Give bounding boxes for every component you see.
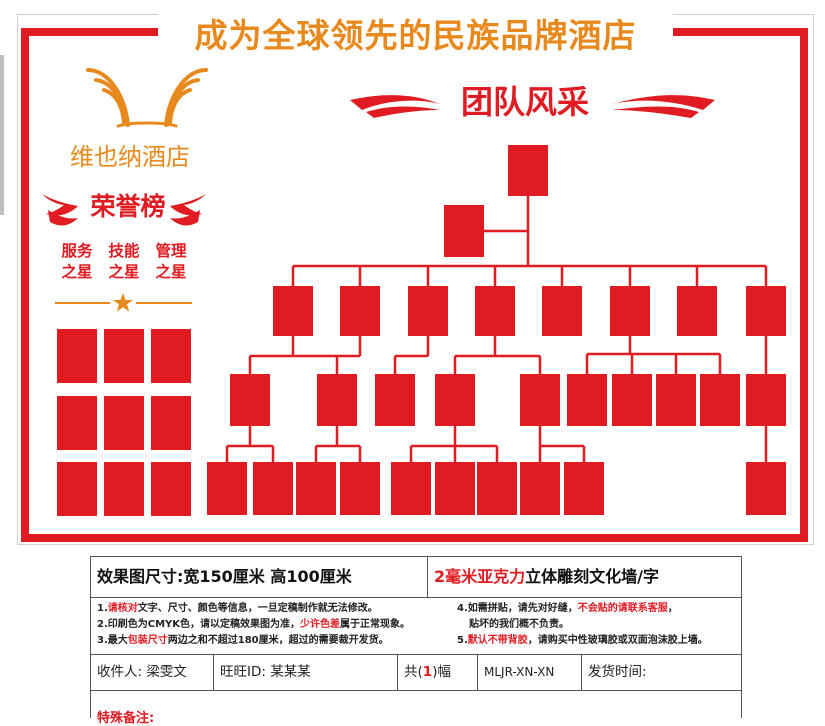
org-box [340, 286, 380, 336]
star-label-line: 服务 [61, 242, 93, 260]
material-text: 2毫米亚克力立体雕刻文化墙/字 [427, 557, 741, 597]
team-title: 团队风采 [460, 83, 589, 121]
org-chart-boxes [207, 145, 786, 515]
note-4-cont: 贴坏的我们概不负责。 [469, 618, 569, 632]
org-box [207, 462, 247, 515]
note-text: 2.印刷色为CMYK色，请以定稿效果图为准， [97, 619, 301, 630]
org-box [253, 462, 293, 515]
note-text: 文字、尺寸、颜色等信息，一旦定稿制作就无法修改。 [137, 603, 378, 614]
org-box [746, 462, 786, 515]
star-icon [113, 293, 133, 312]
right-wing-icon [170, 194, 206, 226]
count-prefix: 共( [404, 664, 423, 680]
org-box [520, 462, 560, 515]
org-box [612, 374, 652, 426]
org-box [567, 374, 607, 426]
order-row: 收件人: 梁雯文 旺旺ID: 某某某 共(1)幅 MLJR-XN-XN 发货时间… [91, 655, 741, 691]
count-suffix: )幅 [432, 664, 451, 680]
note-text: 5. [457, 635, 468, 646]
org-chart-lines [225, 196, 768, 462]
material-rest: 立体雕刻文化墙/字 [525, 567, 659, 586]
star-label-line: 技能 [108, 242, 140, 260]
org-box [677, 286, 717, 336]
org-box [296, 462, 336, 515]
org-box [230, 374, 270, 426]
org-box [375, 374, 415, 426]
note-2: 2.印刷色为CMYK色，请以定稿效果图为准，少许色差属于正常现象。 [97, 618, 410, 632]
note-text: 贴坏的我们概不负责。 [469, 619, 569, 630]
left-wing-icon [42, 194, 78, 226]
org-box [477, 462, 517, 515]
org-box [317, 374, 357, 426]
code-cell: MLJR-XN-XN [477, 655, 581, 690]
star-label-skill: 技能 之星 [101, 241, 147, 283]
org-box [273, 286, 313, 336]
org-box [391, 462, 431, 515]
star-label-management: 管理 之星 [148, 241, 194, 283]
org-box [656, 374, 696, 426]
note-highlight: 少许色差 [300, 619, 341, 630]
note-text: 4.如需拼贴，请先对好缝， [457, 603, 578, 614]
note-3: 3.最大包装尺寸两边之和不超过180厘米，超过的需要裁开发货。 [97, 634, 389, 648]
honor-photo-grid [57, 329, 191, 516]
org-box [746, 286, 786, 336]
note-text: 属于正常现象。 [340, 619, 411, 630]
org-box [700, 374, 740, 426]
order-info-table: 效果图尺寸:宽150厘米 高100厘米 2毫米亚克力立体雕刻文化墙/字 1.请核… [90, 556, 742, 726]
star-label-service: 服务 之星 [54, 241, 100, 283]
star-divider [55, 293, 192, 312]
hotel-name: 维也纳酒店 [70, 143, 190, 171]
org-box [520, 374, 560, 426]
star-label-line: 管理 [155, 242, 187, 260]
star-label-line: 之星 [155, 263, 187, 281]
ship-time-cell: 发货时间: [581, 655, 741, 690]
note-highlight: 包装尺寸 [127, 635, 168, 646]
count-value: 1 [422, 664, 433, 680]
note-text: 1. [97, 603, 108, 614]
notes-section: 1.请核对文字、尺寸、颜色等信息，一旦定稿制作就无法修改。 2.印刷色为CMYK… [91, 598, 741, 655]
right-ribbon-icon [612, 95, 715, 118]
star-label-line: 之星 [61, 263, 93, 281]
org-box [408, 286, 448, 336]
org-box [610, 286, 650, 336]
size-text: 效果图尺寸:宽150厘米 高100厘米 [97, 557, 352, 597]
note-text: 两边之和不超过180厘米，超过的需要裁开发货。 [167, 635, 389, 646]
note-text: 3.最大 [97, 635, 128, 646]
note-highlight: 不会贴的请联系客服 [577, 603, 668, 614]
note-text: ， [667, 603, 678, 614]
note-4: 4.如需拼贴，请先对好缝，不会贴的请联系客服， [457, 602, 678, 616]
note-1: 1.请核对文字、尺寸、颜色等信息，一旦定稿制作就无法修改。 [97, 602, 378, 616]
org-box [435, 374, 475, 426]
note-5: 5.默认不带背胶，请购买中性玻璃胶或双面泡沫胶上墙。 [457, 634, 708, 648]
headline: 成为全球领先的民族品牌酒店 [158, 14, 673, 58]
size-row: 效果图尺寸:宽150厘米 高100厘米 2毫米亚克力立体雕刻文化墙/字 [91, 557, 741, 598]
honor-title: 荣誉榜 [90, 192, 166, 221]
size-label: 效果图尺寸: [97, 567, 184, 586]
org-box [340, 462, 380, 515]
org-box [564, 462, 604, 515]
star-label-line: 之星 [108, 263, 140, 281]
size-value: 宽150厘米 高100厘米 [183, 567, 352, 586]
note-highlight: 请核对 [107, 603, 138, 614]
material-highlight: 2毫米亚克力 [434, 567, 526, 586]
org-box [746, 374, 786, 426]
org-box [475, 286, 515, 336]
org-box [444, 205, 484, 257]
count-cell: 共(1)幅 [397, 655, 477, 690]
recipient-cell: 收件人: 梁雯文 [97, 664, 187, 680]
hotel-wings-logo-icon [86, 68, 208, 128]
note-highlight: 默认不带背胶 [467, 635, 528, 646]
wangwang-cell: 旺旺ID: 某某某 [213, 655, 397, 690]
org-box [435, 462, 475, 515]
left-ribbon-icon [350, 95, 440, 118]
note-text: ，请购买中性玻璃胶或双面泡沫胶上墙。 [527, 635, 708, 646]
special-remarks: 特殊备注: [97, 711, 155, 726]
org-box [508, 145, 548, 196]
org-box [542, 286, 582, 336]
